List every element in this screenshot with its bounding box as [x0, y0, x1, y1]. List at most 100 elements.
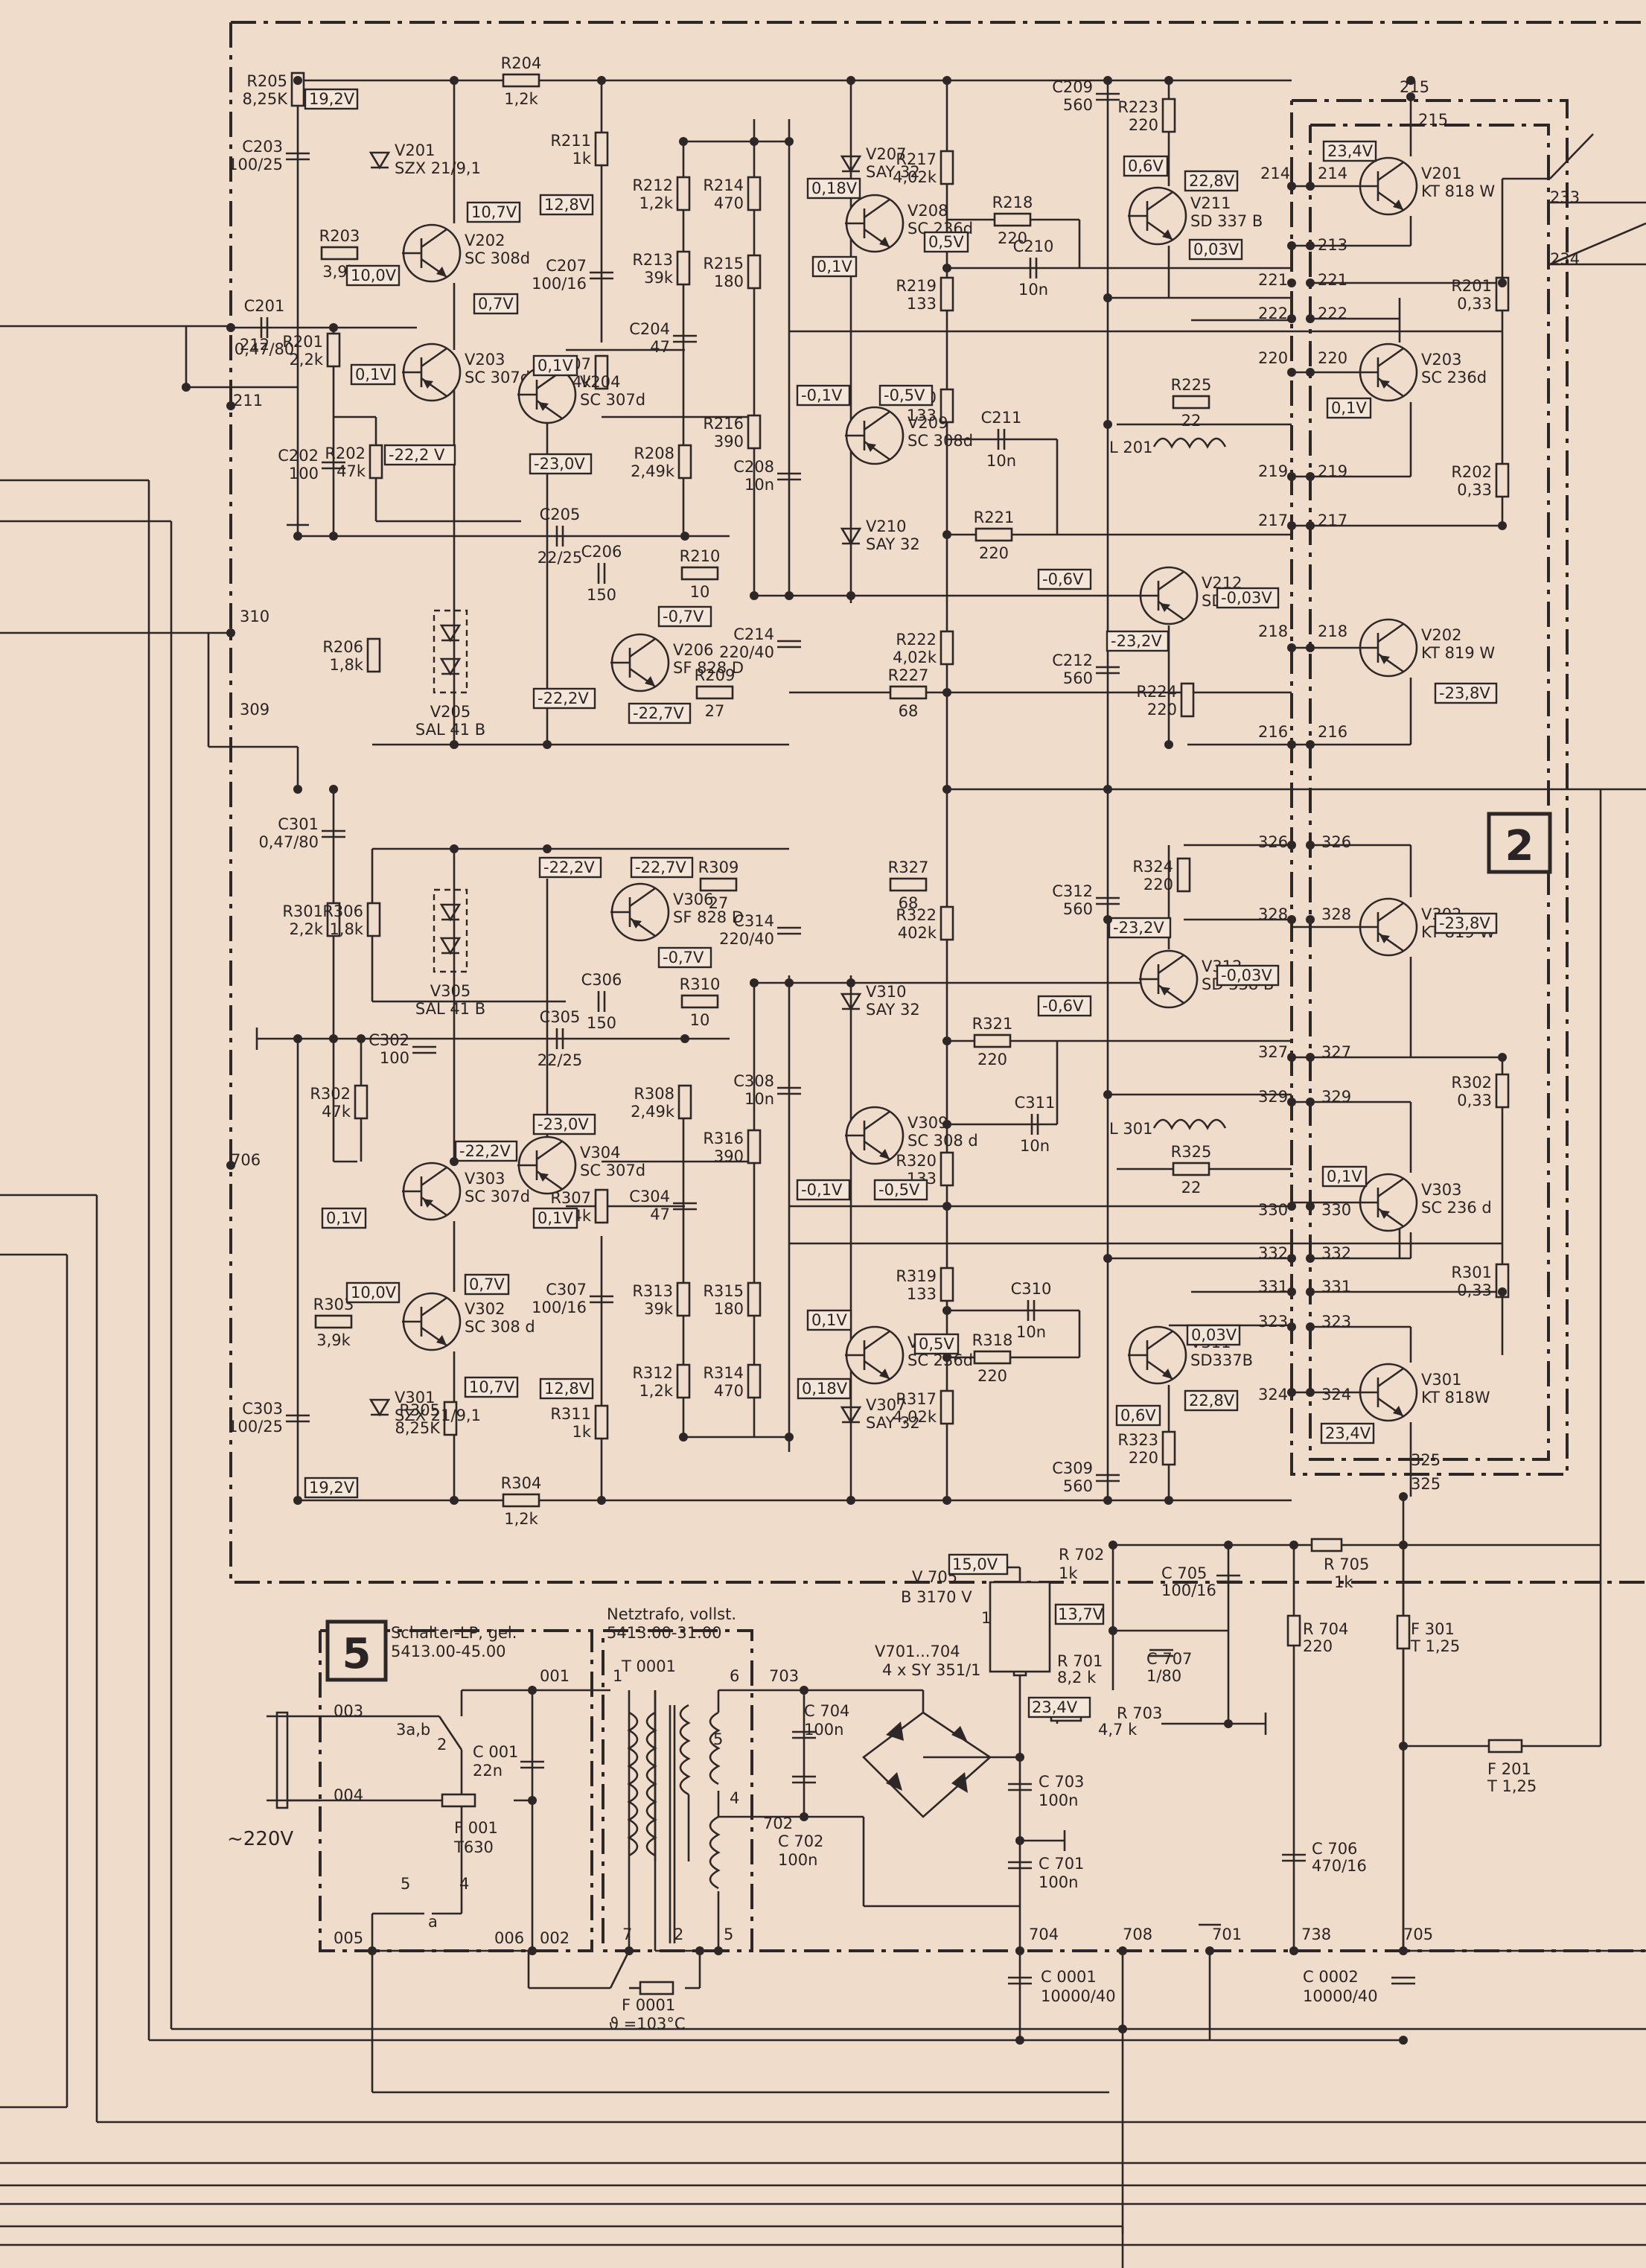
- wire-junction: [1164, 76, 1173, 85]
- resistor-value: 47k: [322, 1103, 351, 1121]
- voltage-value: 10,0V: [351, 267, 397, 284]
- voltage-value: -22,2V: [537, 689, 589, 707]
- wire-junction: [597, 1496, 606, 1505]
- node-label: 216: [1318, 723, 1347, 741]
- voltage-value: 19,2V: [309, 90, 355, 108]
- node-label: 220: [1318, 349, 1347, 367]
- wire-junction: [1164, 740, 1173, 749]
- resistor-name: R325: [1171, 1143, 1212, 1161]
- supply-labels: Schalter-LP, gel. 5413.00-45.00 Netztraf…: [227, 1553, 1105, 2033]
- supply-component: [1310, 1538, 1343, 1552]
- supply-part-label: 100n: [1039, 1791, 1078, 1809]
- voltage-reading: 0,1V: [532, 354, 578, 377]
- transformer-name: T 0001: [621, 1657, 676, 1675]
- wire-junction: [226, 628, 235, 637]
- regulator-ic: [989, 1581, 1051, 1673]
- wire-junction: [1118, 2025, 1127, 2033]
- voltage-reading: 0,7V: [473, 293, 519, 315]
- diode-name: V210: [866, 517, 906, 535]
- node-label: 218: [1318, 622, 1347, 640]
- wire-junction: [528, 1686, 537, 1695]
- supply-part-label: 1k: [1059, 1564, 1078, 1582]
- led-name: V205: [430, 703, 470, 721]
- wire-junction: [357, 1034, 366, 1043]
- transistor-type: SC 307d: [465, 369, 530, 386]
- diode-type: SAY 32: [866, 535, 920, 553]
- node-label: 324: [1258, 1386, 1288, 1404]
- resistor-name: R306: [322, 902, 363, 920]
- voltage-value: 12,8V: [544, 196, 590, 214]
- resistor-value: 180: [714, 1300, 744, 1318]
- resistor-value: 390: [714, 1147, 744, 1165]
- transistor-type: SC 307d: [465, 1188, 530, 1205]
- diode-name: V201: [395, 141, 435, 159]
- lower-inductor: L 301: [1109, 1118, 1227, 1138]
- resistor-value: 1k: [572, 150, 591, 168]
- supply-part-label: R 701: [1057, 1652, 1103, 1670]
- wire-junction: [942, 1120, 951, 1129]
- resistor-name: R201: [1451, 277, 1492, 295]
- resistor-value: 10: [690, 583, 710, 601]
- module-5-label: 5: [342, 1630, 371, 1678]
- resistor-name: R309: [698, 859, 739, 876]
- voltage-value: 23,4V: [1325, 1424, 1371, 1442]
- resistor-value: 8,25K: [242, 90, 288, 108]
- node-label: 325: [1411, 1451, 1441, 1469]
- capacitor-value: 47: [650, 338, 670, 356]
- voltage-value: 0,18V: [802, 1380, 848, 1398]
- wire-junction: [293, 76, 302, 85]
- transistor-type: SD337B: [1190, 1351, 1253, 1369]
- node-label: 212: [240, 336, 269, 354]
- capacitor-name: C212: [1052, 652, 1093, 669]
- wire-junction: [1287, 1287, 1296, 1296]
- resistor-name: R301: [1451, 1264, 1492, 1281]
- mains-connector: [267, 1711, 289, 1809]
- voltage-value: -23,8V: [1439, 914, 1490, 932]
- node-label: 217: [1318, 512, 1347, 529]
- transistor-name: V309: [907, 1114, 948, 1132]
- voltage-reading: -23,8V: [1434, 682, 1498, 704]
- node-label: 323: [1321, 1313, 1351, 1331]
- resistor-value: 220: [979, 544, 1009, 562]
- supply-part-label: R 704: [1303, 1620, 1348, 1638]
- wire-junction: [543, 740, 552, 749]
- wire-junction: [1306, 1388, 1315, 1397]
- voltage-reading: 10,0V: [345, 1281, 401, 1304]
- voltage-value: 10,7V: [471, 203, 517, 221]
- wire-junction: [1287, 241, 1296, 250]
- capacitor-name: C306: [581, 971, 622, 989]
- supply-component: [1286, 1614, 1301, 1647]
- node-label: 221: [1318, 271, 1347, 289]
- supply-part-label: C 706: [1312, 1840, 1357, 1858]
- inductor-name: L 201: [1109, 439, 1152, 456]
- supply-part-label: 100n: [804, 1721, 843, 1739]
- diode-type: SZX 21/9,1: [395, 159, 481, 177]
- resistor-name: R222: [896, 631, 937, 649]
- bridge-rectifier: [862, 1711, 992, 1818]
- transistor-name: V202: [465, 232, 505, 249]
- wire-junction: [1289, 1946, 1298, 1955]
- node-label: 328: [1321, 905, 1351, 923]
- node-label: 217: [1258, 512, 1288, 529]
- resistor-name: R314: [703, 1364, 744, 1382]
- node-label: 326: [1258, 833, 1288, 851]
- node-label: 5: [401, 1875, 410, 1893]
- node-label: 701: [1212, 1925, 1242, 1943]
- wire-junction: [1287, 643, 1296, 652]
- resistor-name: R323: [1117, 1431, 1158, 1449]
- wire-junction: [329, 532, 338, 541]
- resistor-value: 2,49k: [631, 1103, 675, 1121]
- node-label: 332: [1258, 1244, 1288, 1262]
- capacitor-name: C202: [278, 447, 319, 465]
- wire-junction: [750, 978, 759, 987]
- wire-junction: [543, 844, 552, 853]
- voltage-value: 0,1V: [537, 1209, 573, 1227]
